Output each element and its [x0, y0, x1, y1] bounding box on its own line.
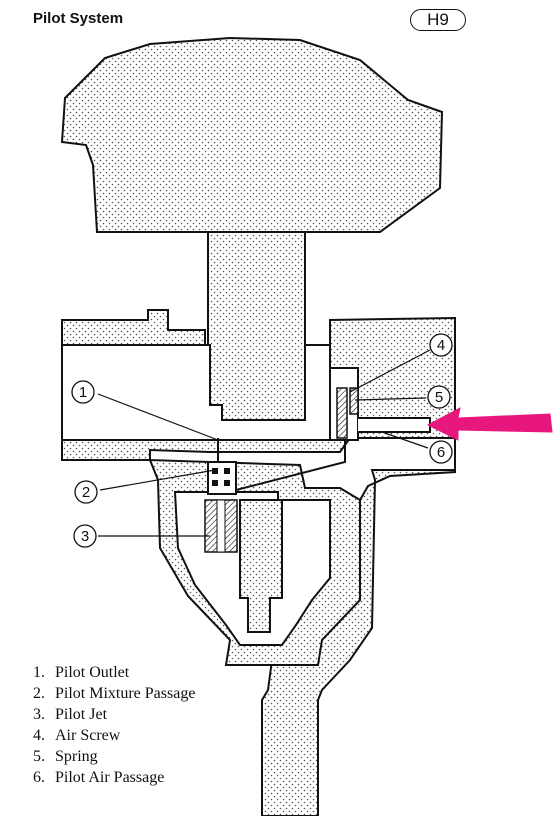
legend-item: 4.Air Screw	[33, 727, 121, 744]
intake-flange	[61, 309, 206, 346]
legend-item: 1.Pilot Outlet	[33, 664, 130, 681]
piston-slide	[207, 231, 306, 421]
callout-5: 5	[427, 385, 451, 409]
magenta-arrow-icon	[426, 407, 553, 441]
svg-text:4: 4	[437, 337, 445, 354]
svg-text:2: 2	[82, 484, 90, 501]
svg-text:6: 6	[437, 444, 445, 461]
parts-legend: 1.Pilot Outlet 2.Pilot Mixture Passage 3…	[33, 662, 195, 788]
page-code-badge: H9	[410, 9, 466, 31]
legend-item: 3.Pilot Jet	[33, 706, 108, 723]
legend-item: 5.Spring	[33, 748, 98, 765]
callout-6: 6	[429, 440, 453, 464]
svg-text:3: 3	[81, 528, 89, 545]
svg-text:5: 5	[435, 389, 443, 406]
venturi-bore	[61, 344, 331, 441]
diagram-title: Pilot System	[33, 10, 124, 27]
svg-text:1: 1	[79, 384, 87, 401]
legend-item: 6.Pilot Air Passage	[33, 769, 165, 786]
callout-4: 4	[429, 333, 453, 357]
legend-item: 2.Pilot Mixture Passage	[33, 685, 196, 702]
pilot-outlet-block	[207, 461, 237, 495]
pilot-air-passage	[358, 417, 431, 433]
callout-3: 3	[73, 524, 97, 548]
air-screw	[336, 387, 348, 439]
callout-1: 1	[71, 380, 95, 404]
spring	[349, 387, 359, 415]
callout-2: 2	[74, 480, 98, 504]
main-jet-holder	[239, 499, 283, 633]
